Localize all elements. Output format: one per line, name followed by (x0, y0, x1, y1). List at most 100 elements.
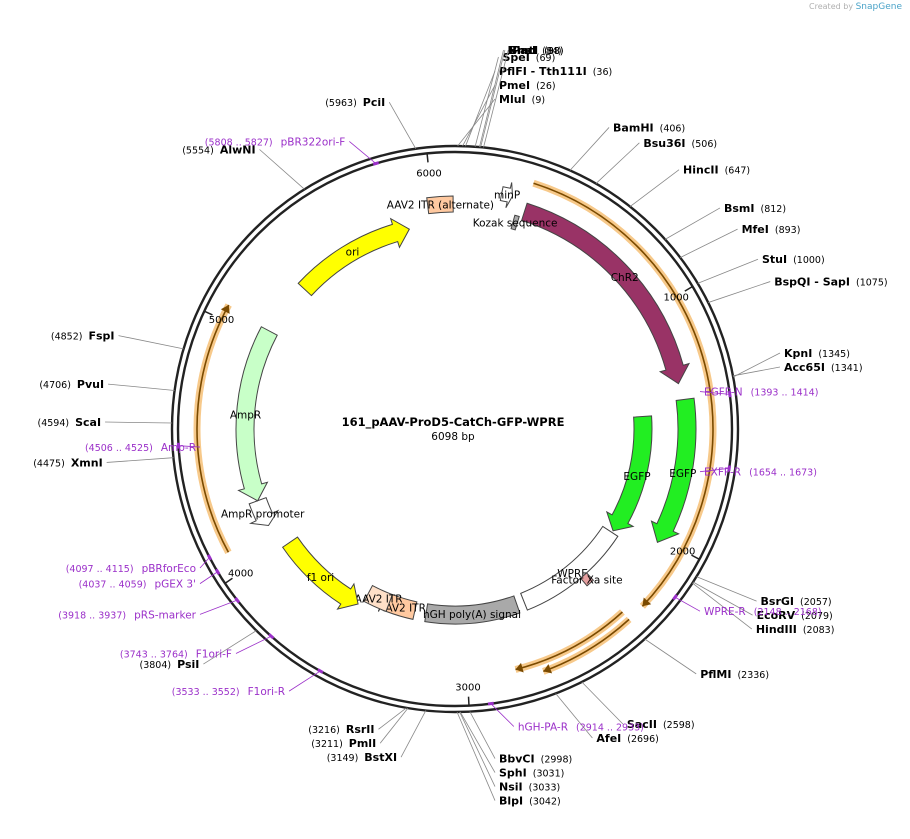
enzyme-position: (9) (532, 95, 545, 106)
enzyme-position: (2057) (800, 597, 832, 608)
enzyme-site-alwni: (5554)AlwNI (182, 143, 255, 156)
enzyme-site-bsu36i: Bsu36I(506) (643, 137, 717, 150)
enzyme-position: (3216) (308, 725, 340, 736)
primer-range: (4097 .. 4115) (66, 564, 134, 575)
tick-label: 5000 (209, 315, 234, 326)
enzyme-position: (893) (775, 225, 801, 236)
primer-mark (214, 568, 221, 575)
enzyme-position: (3042) (529, 797, 561, 808)
enzyme-name: SphI (499, 767, 527, 780)
enzyme-leader (696, 576, 757, 602)
feature-f1-ori (281, 536, 359, 610)
enzyme-leader (692, 581, 753, 616)
enzyme-leader (106, 457, 174, 463)
feature-chr2 (520, 202, 691, 385)
feature-ori (297, 217, 411, 297)
feature-minp (499, 182, 514, 209)
enzyme-name: PvuI (77, 378, 104, 391)
enzyme-position: (3031) (533, 769, 565, 780)
feature-label-ori: ori (346, 246, 360, 258)
enzyme-name: NheI (508, 44, 537, 57)
feature-label-ampr: AmpR (230, 410, 261, 422)
feature-label-aav2-itr-alternate: AAV2 ITR (alternate) (387, 200, 494, 212)
enzyme-name: NsiI (499, 781, 523, 794)
enzyme-site-pmei: PmeI(26) (499, 79, 556, 92)
map-center-labels: 161_pAAV-ProD5-CatCh-GFP-WPRE 6098 bp (342, 415, 565, 443)
enzyme-name: Bsu36I (643, 137, 685, 150)
enzyme-name: ScaI (75, 416, 101, 429)
enzyme-name: AfeI (596, 732, 621, 745)
primer-range: (2148 .. 2168) (754, 607, 822, 618)
enzyme-name: BamHI (613, 121, 654, 134)
enzyme-position: (2598) (663, 720, 695, 731)
feature-label-wpre: WPRE (557, 568, 588, 580)
enzyme-name: BsmI (724, 202, 755, 215)
enzyme-name: BlpI (499, 795, 523, 808)
enzyme-site-sphi: SphI (3031) (499, 767, 564, 780)
feature-label-egfp: EGFP (669, 468, 696, 480)
primer-leader (178, 445, 201, 448)
enzyme-leader (732, 352, 781, 378)
enzyme-position: (3033) (529, 783, 561, 794)
enzyme-site-bamhi: BamHI(406) (613, 121, 685, 134)
enzyme-site-bsrgi: BsrGI(2057) (761, 595, 832, 608)
enzyme-position: (98) (544, 46, 564, 57)
enzyme-leader (465, 70, 496, 147)
highlight-arc (515, 611, 623, 671)
primer-name: EGFP-N (704, 387, 743, 399)
feature-wpre (520, 525, 619, 611)
primer-name: pBRforEco (142, 563, 196, 575)
enzyme-leader (479, 49, 504, 148)
primer-leader (235, 635, 272, 654)
enzyme-leader (732, 366, 781, 377)
enzyme-name: MfeI (742, 223, 769, 236)
enzyme-position: (69) (536, 53, 556, 64)
enzyme-leader (595, 142, 640, 184)
enzyme-leader (203, 630, 257, 665)
enzyme-leader (469, 711, 496, 759)
tick-label: 3000 (455, 683, 480, 694)
enzyme-leader (581, 681, 624, 725)
primer-leader (199, 571, 218, 584)
primer-sites: EGFP-N(1393 .. 1414) EXFP-R(1654 .. 1673)… (58, 136, 821, 733)
enzyme-name: StuI (762, 253, 787, 266)
primer-mark (672, 594, 678, 601)
feature-label-egfp: EGFP (623, 471, 650, 483)
enzyme-leader (108, 383, 175, 391)
tick-label: 1000 (663, 292, 688, 303)
enzyme-position: (1341) (831, 363, 863, 374)
enzyme-leader (379, 707, 409, 744)
enzyme-name: FspI (88, 330, 114, 343)
enzyme-leader (456, 711, 496, 801)
enzyme-site-bstxi: (3149)BstXI (327, 751, 397, 764)
enzyme-leader (644, 638, 697, 675)
primer-range: (2914 .. 2933) (576, 722, 644, 733)
enzyme-site-afei: AfeI(2696) (596, 732, 658, 745)
enzyme-position: (3149) (327, 753, 359, 764)
enzyme-name: RsrII (346, 723, 375, 736)
enzyme-name: XmnI (71, 456, 103, 469)
primer-leader (349, 141, 377, 164)
primer-range: (5808 .. 5827) (205, 137, 273, 148)
highlight-arc (543, 618, 630, 673)
enzyme-leader (459, 711, 496, 787)
primer-exfp-r: EXFP-R(1654 .. 1673) (704, 467, 817, 479)
plasmid-backbone (170, 144, 740, 714)
primer-name: hGH-PA-R (518, 721, 568, 733)
enzyme-site-mfei: MfeI (893) (742, 223, 801, 236)
enzyme-name: BmtI (509, 44, 538, 57)
enzyme-leader (679, 228, 738, 258)
enzyme-position: (3211) (311, 739, 343, 750)
primer-egfp-n: EGFP-N(1393 .. 1414) (704, 387, 818, 399)
enzyme-site-paci: PacI(98) (512, 44, 563, 57)
enzyme-site-psii: (3804)PsiI (140, 658, 200, 671)
enzyme-position: (36) (593, 67, 613, 78)
primer-range: (1654 .. 1673) (749, 468, 817, 479)
primer-name: pRS-marker (134, 609, 197, 621)
enzyme-leader (118, 335, 184, 350)
enzyme-site-mlui: MluI(9) (499, 93, 545, 106)
feature-label-hgh-poly-a-signal: hGH poly(A) signal (423, 609, 521, 621)
enzyme-name: HincII (683, 164, 719, 177)
primer-leader (199, 557, 210, 569)
